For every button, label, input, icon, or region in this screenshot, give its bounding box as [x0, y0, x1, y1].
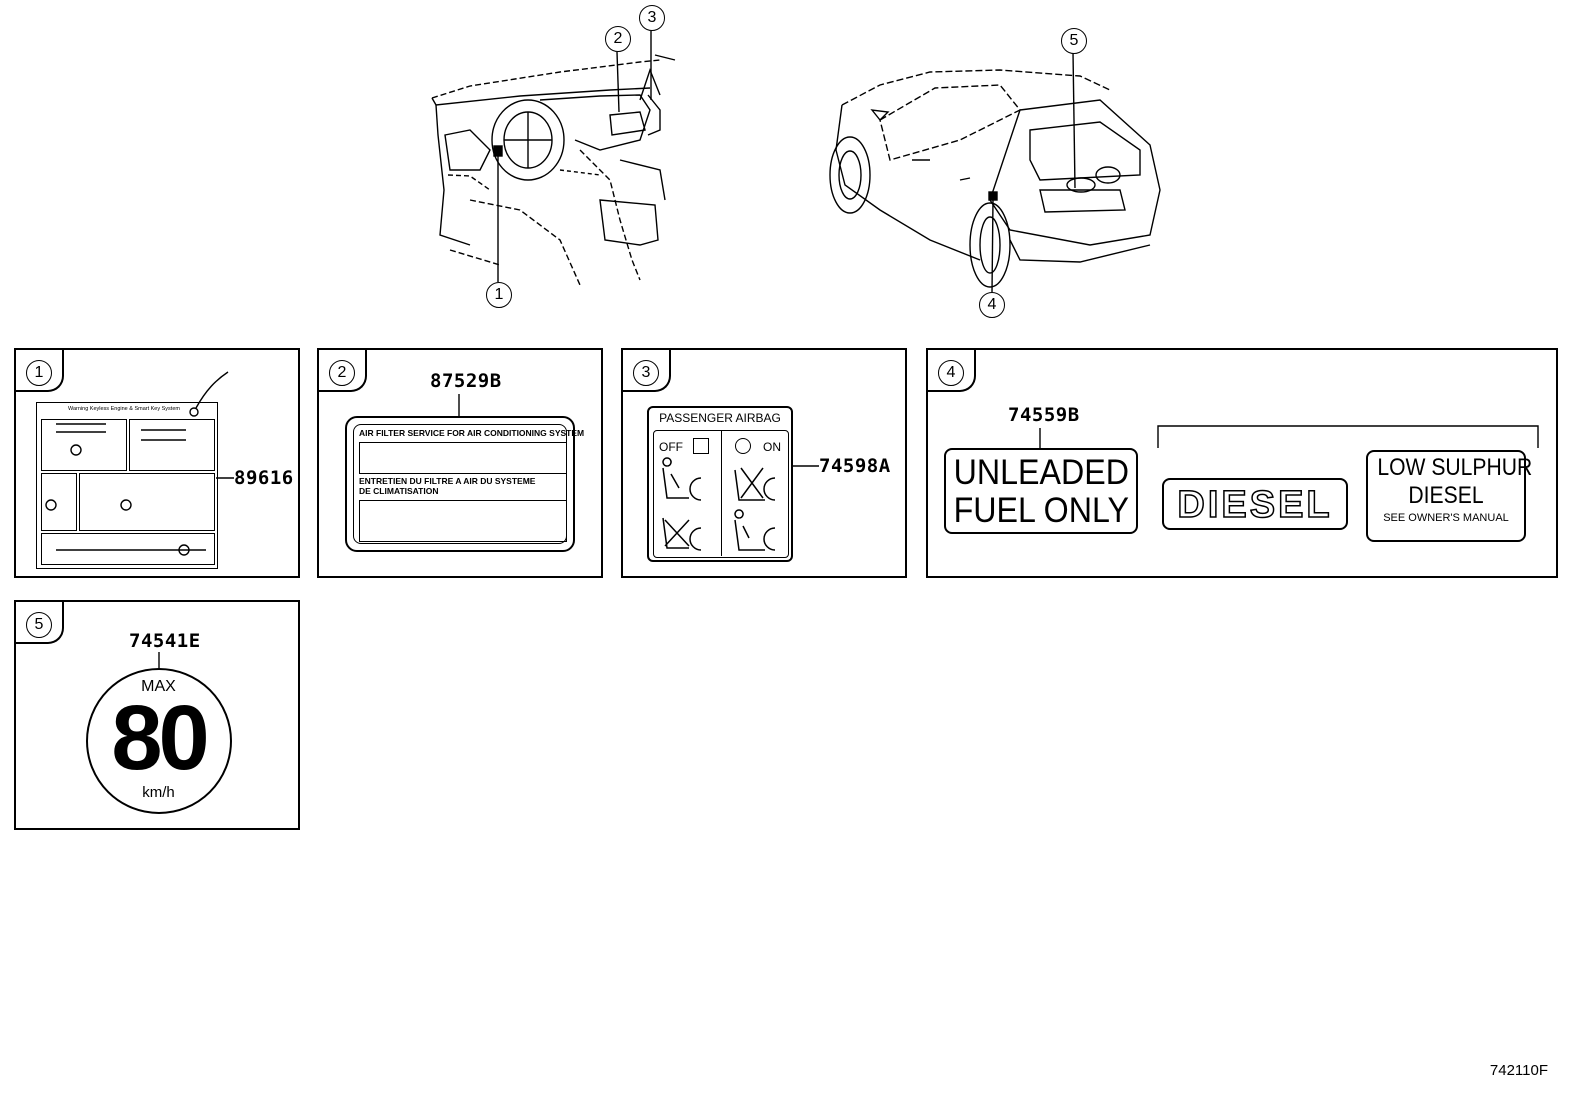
- speed-value: 80: [111, 687, 209, 789]
- panel-1: 1 Warning Keyless Engine & Smart Key Sys…: [14, 348, 300, 578]
- diagram-code: 742110F: [1489, 1062, 1548, 1079]
- low-sulphur-diesel-label: LOW SULPHUR DIESEL SEE OWNER'S MANUAL: [1366, 450, 1533, 542]
- panel-3: 3 PASSENGER AIRBAG OFF ON 74598A: [621, 348, 907, 578]
- ac-filter-label: AIR FILTER SERVICE FOR AIR CONDITIONING …: [345, 416, 585, 552]
- callout-5: 5: [1061, 28, 1087, 54]
- panel-4: 4 74559B UNLEADED FUEL ONLY DIESEL LOW S…: [926, 348, 1558, 578]
- callout-1: 1: [486, 282, 512, 308]
- unleaded-fuel-label: UNLEADED FUEL ONLY: [944, 448, 1138, 534]
- panel-2-tab: [317, 348, 367, 392]
- low-sulphur-line-2: DIESEL: [1408, 482, 1484, 509]
- airbag-on-text: ON: [763, 440, 781, 454]
- speed-unit: km/h: [142, 784, 175, 801]
- ac-filter-title-en: AIR FILTER SERVICE FOR AIR CONDITIONING …: [359, 428, 585, 438]
- car-rear-illustration: [829, 51, 1161, 293]
- part-number-74541E: 74541E: [129, 630, 201, 652]
- panel-2: 2 87529B AIR FILTER SERVICE FOR AIR COND…: [317, 348, 603, 578]
- callout-3: 3: [639, 5, 665, 31]
- ac-filter-box-fr: [359, 500, 567, 542]
- low-sulphur-line-3: SEE OWNER'S MANUAL: [1383, 512, 1509, 524]
- ac-filter-title-fr-2: DE CLIMATISATION: [359, 486, 439, 496]
- smart-key-pictogram-b: [129, 419, 215, 471]
- dashboard-illustration: [431, 31, 676, 286]
- unleaded-line-1: UNLEADED: [953, 453, 1129, 492]
- diesel-text: DIESEL: [1177, 483, 1333, 527]
- panel-5: 5 74541E MAX 80 km/h: [14, 600, 300, 830]
- airbag-label-title: PASSENGER AIRBAG: [659, 411, 781, 425]
- airbag-label: PASSENGER AIRBAG OFF ON: [647, 406, 793, 562]
- airbag-off-icon: [693, 438, 709, 454]
- panel-1-leader: [45, 371, 234, 556]
- panel-3-index: 3: [633, 360, 659, 386]
- panel-4-leaders: [1039, 425, 1539, 448]
- panel-3-leader: [793, 465, 819, 467]
- ac-filter-title-fr-1: ENTRETIEN DU FILTRE A AIR DU SYSTEME: [359, 476, 536, 486]
- panel-1-index: 1: [26, 360, 52, 386]
- smart-key-warning-label: Warning Keyless Engine & Smart Key Syste…: [36, 402, 218, 569]
- smart-key-label-header: Warning Keyless Engine & Smart Key Syste…: [68, 406, 180, 412]
- part-number-89616: 89616: [234, 467, 294, 489]
- panel-4-tab: [926, 348, 976, 392]
- panel-2-index: 2: [329, 360, 355, 386]
- diesel-label: DIESEL: [1162, 478, 1348, 530]
- callout-2: 2: [605, 26, 631, 52]
- speed-limit-sticker: MAX 80 km/h: [86, 668, 232, 814]
- panel-1-tab: [14, 348, 64, 392]
- callout-4: 4: [979, 292, 1005, 318]
- panel-3-tab: [621, 348, 671, 392]
- low-sulphur-line-1: LOW SULPHUR: [1377, 454, 1533, 481]
- part-number-87529B: 87529B: [430, 370, 502, 392]
- smart-key-pictogram-c: [41, 473, 77, 531]
- part-number-74559B: 74559B: [1008, 404, 1080, 426]
- panel-5-tab: [14, 600, 64, 644]
- airbag-off-text: OFF: [659, 440, 683, 454]
- part-number-74598A: 74598A: [819, 455, 891, 477]
- smart-key-caution-box: [41, 533, 215, 565]
- unleaded-line-2: FUEL ONLY: [953, 491, 1129, 530]
- speed-max-text: MAX: [141, 678, 176, 695]
- smart-key-pictogram-a: [41, 419, 127, 471]
- panel-5-index: 5: [26, 612, 52, 638]
- ac-filter-box-en: [359, 442, 567, 474]
- smart-key-pictogram-d: [79, 473, 215, 531]
- panel-5-leader: [158, 652, 160, 668]
- airbag-seat-pictograms: [662, 457, 776, 551]
- panel-2-leader: [458, 394, 460, 416]
- panel-4-index: 4: [938, 360, 964, 386]
- airbag-on-icon: [735, 438, 751, 454]
